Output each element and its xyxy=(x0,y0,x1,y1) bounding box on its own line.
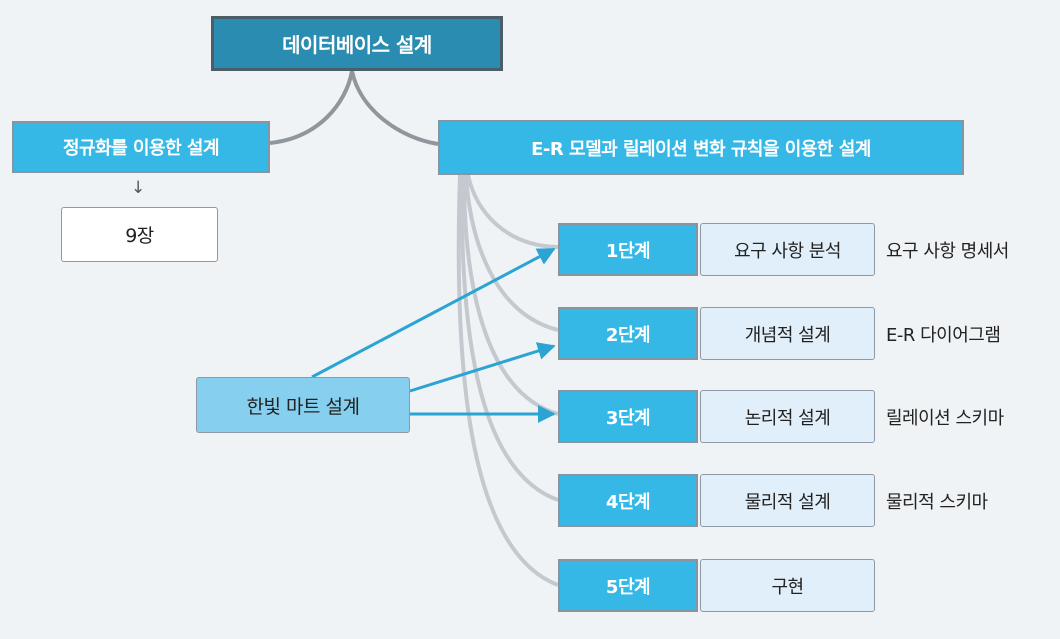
stage-3-task-label: 논리적 설계 xyxy=(744,407,831,429)
chapter-reference-label: 9장 xyxy=(125,225,154,247)
arrow-down-icon: ↓ xyxy=(131,178,146,198)
stage-1-task: 요구 사항 분석 xyxy=(700,223,875,276)
hanbit-mart-label: 한빛 마트 설계 xyxy=(246,395,360,418)
stage-1-node: 1단계 xyxy=(558,223,698,276)
stage-5-label: 5단계 xyxy=(605,576,651,598)
stage-1-label: 1단계 xyxy=(605,240,651,262)
root-to-er-connector xyxy=(350,70,439,146)
root-label: 데이터베이스 설계 xyxy=(282,33,432,57)
stage-5-task: 구현 xyxy=(700,559,875,612)
stage-3-label: 3단계 xyxy=(605,407,651,429)
stage-1-output: 요구 사항 명세서 xyxy=(886,240,1009,262)
er-method-label: E-R 모델과 릴레이션 변화 규칙을 이용한 설계 xyxy=(531,138,871,160)
stage-1-task-label: 요구 사항 분석 xyxy=(734,240,841,262)
normalization-node: 정규화를 이용한 설계 xyxy=(12,121,270,173)
stage-2-output: E-R 다이어그램 xyxy=(886,324,1001,346)
er-to-stage5-connector xyxy=(456,174,559,587)
stage-4-output: 물리적 스키마 xyxy=(886,491,988,513)
stage-4-task: 물리적 설계 xyxy=(700,474,875,527)
stage-5-node: 5단계 xyxy=(558,559,698,612)
stage-2-label: 2단계 xyxy=(605,324,651,346)
hanbit-mart-node: 한빛 마트 설계 xyxy=(196,377,410,433)
root-node: 데이터베이스 설계 xyxy=(211,16,503,71)
stage-4-label: 4단계 xyxy=(605,491,651,513)
hanbit-to-stage2-arrow xyxy=(409,342,556,393)
er-method-node: E-R 모델과 릴레이션 변화 규칙을 이용한 설계 xyxy=(438,120,964,175)
root-to-normalization-connector xyxy=(269,70,354,145)
chapter-reference-node: 9장 xyxy=(61,207,218,262)
er-to-stage4-connector xyxy=(459,174,559,502)
er-to-stage2-connector xyxy=(464,174,559,332)
stage-4-node: 4단계 xyxy=(558,474,698,527)
stage-2-task: 개념적 설계 xyxy=(700,307,875,360)
hanbit-to-stage1-arrow xyxy=(311,247,556,379)
normalization-label: 정규화를 이용한 설계 xyxy=(62,138,220,159)
stage-5-task-label: 구현 xyxy=(771,576,804,598)
stage-3-task: 논리적 설계 xyxy=(700,390,875,443)
stage-2-node: 2단계 xyxy=(558,307,698,360)
stage-2-task-label: 개념적 설계 xyxy=(744,324,831,346)
er-to-stage3-connector xyxy=(462,174,559,416)
er-to-stage1-connector xyxy=(466,174,559,249)
stage-4-task-label: 물리적 설계 xyxy=(744,491,831,513)
stage-3-output: 릴레이션 스키마 xyxy=(886,407,1004,429)
stage-3-node: 3단계 xyxy=(558,390,698,443)
